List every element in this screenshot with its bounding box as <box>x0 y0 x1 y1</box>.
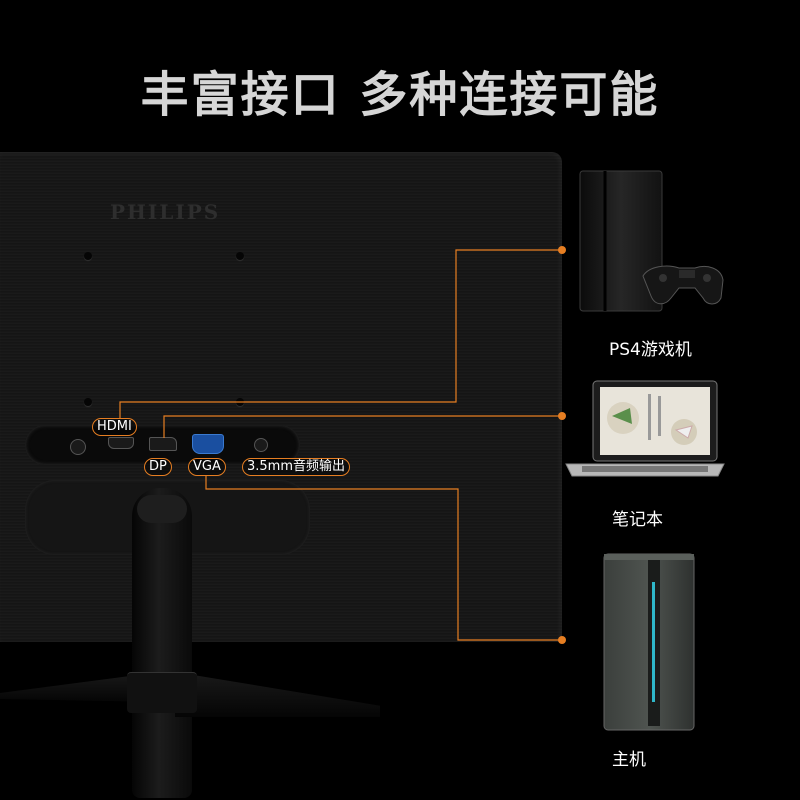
ps4-label: PS4游戏机 <box>609 340 692 360</box>
hdmi-tag: HDMI <box>92 418 137 436</box>
dp-tag: DP <box>144 458 172 476</box>
connector-dot <box>558 246 566 254</box>
stand-neck <box>132 488 192 798</box>
vga-port <box>192 434 224 454</box>
stand-collar <box>127 672 197 713</box>
ps4-console-icon <box>579 170 724 312</box>
dp-port <box>149 437 177 451</box>
connector-dot <box>558 412 566 420</box>
hdmi-line <box>119 249 562 418</box>
vesa-screw <box>236 252 244 260</box>
audio-port <box>254 438 268 452</box>
vga-tag: VGA <box>188 458 226 476</box>
desktop-tower-icon <box>603 553 695 731</box>
connector-dot <box>558 636 566 644</box>
brand-logo: PHILIPS <box>110 200 221 224</box>
monitor-back <box>0 152 562 642</box>
hdmi-port <box>108 437 134 449</box>
desktop-label: 主机 <box>612 750 646 770</box>
dc-power-port <box>70 439 86 455</box>
vga-line <box>205 475 562 641</box>
laptop-icon <box>565 380 725 477</box>
dp-line <box>163 415 562 438</box>
audio-tag: 3.5mm音频输出 <box>242 458 351 476</box>
stand-neck-cap <box>137 495 187 523</box>
vesa-screw <box>84 252 92 260</box>
headline-title: 丰富接口 多种连接可能 <box>140 67 660 123</box>
laptop-label: 笔记本 <box>612 510 663 530</box>
vesa-screw <box>84 398 92 406</box>
